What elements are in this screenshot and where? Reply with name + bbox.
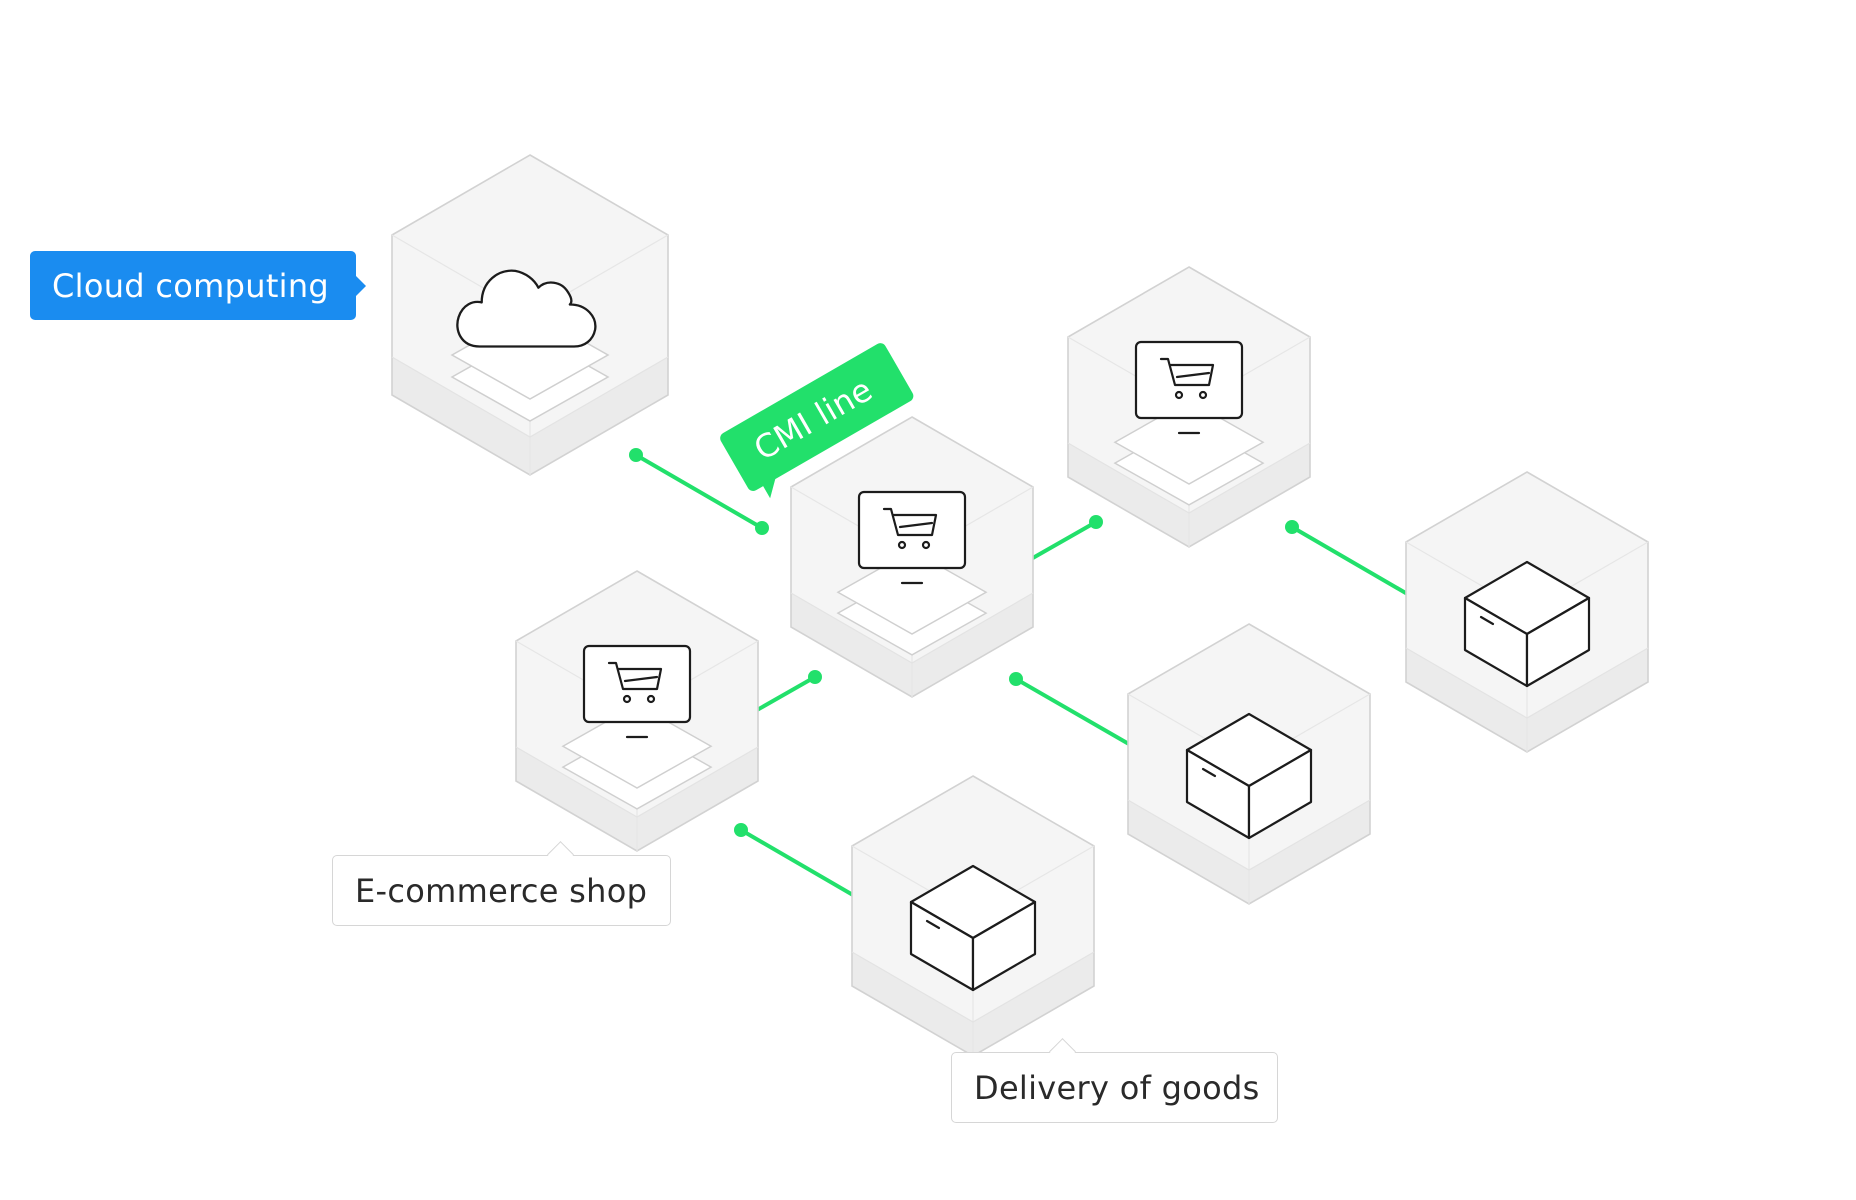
delivery-middle-node bbox=[1127, 623, 1371, 905]
cloud-computing-label-text: Cloud computing bbox=[52, 266, 330, 305]
connection-top-right-to-right-box bbox=[1285, 520, 1423, 606]
connection-cloud-to-center bbox=[629, 448, 769, 535]
cloud-node bbox=[391, 154, 669, 476]
ecommerce-shop-label-text: E-commerce shop bbox=[355, 871, 648, 910]
connection-center-to-middle-box bbox=[1009, 672, 1148, 758]
delivery-of-goods-label: Delivery of goods bbox=[951, 1038, 1278, 1123]
delivery-bottom-node bbox=[851, 775, 1095, 1057]
delivery-of-goods-label-text: Delivery of goods bbox=[974, 1068, 1260, 1107]
delivery-right-node bbox=[1405, 471, 1649, 753]
shop-left-node bbox=[515, 570, 759, 852]
cloud-computing-label: Cloud computing bbox=[30, 251, 366, 320]
shop-center-node bbox=[790, 416, 1034, 698]
ecommerce-shop-label: E-commerce shop bbox=[332, 841, 671, 926]
shop-top-right-node bbox=[1067, 266, 1311, 548]
